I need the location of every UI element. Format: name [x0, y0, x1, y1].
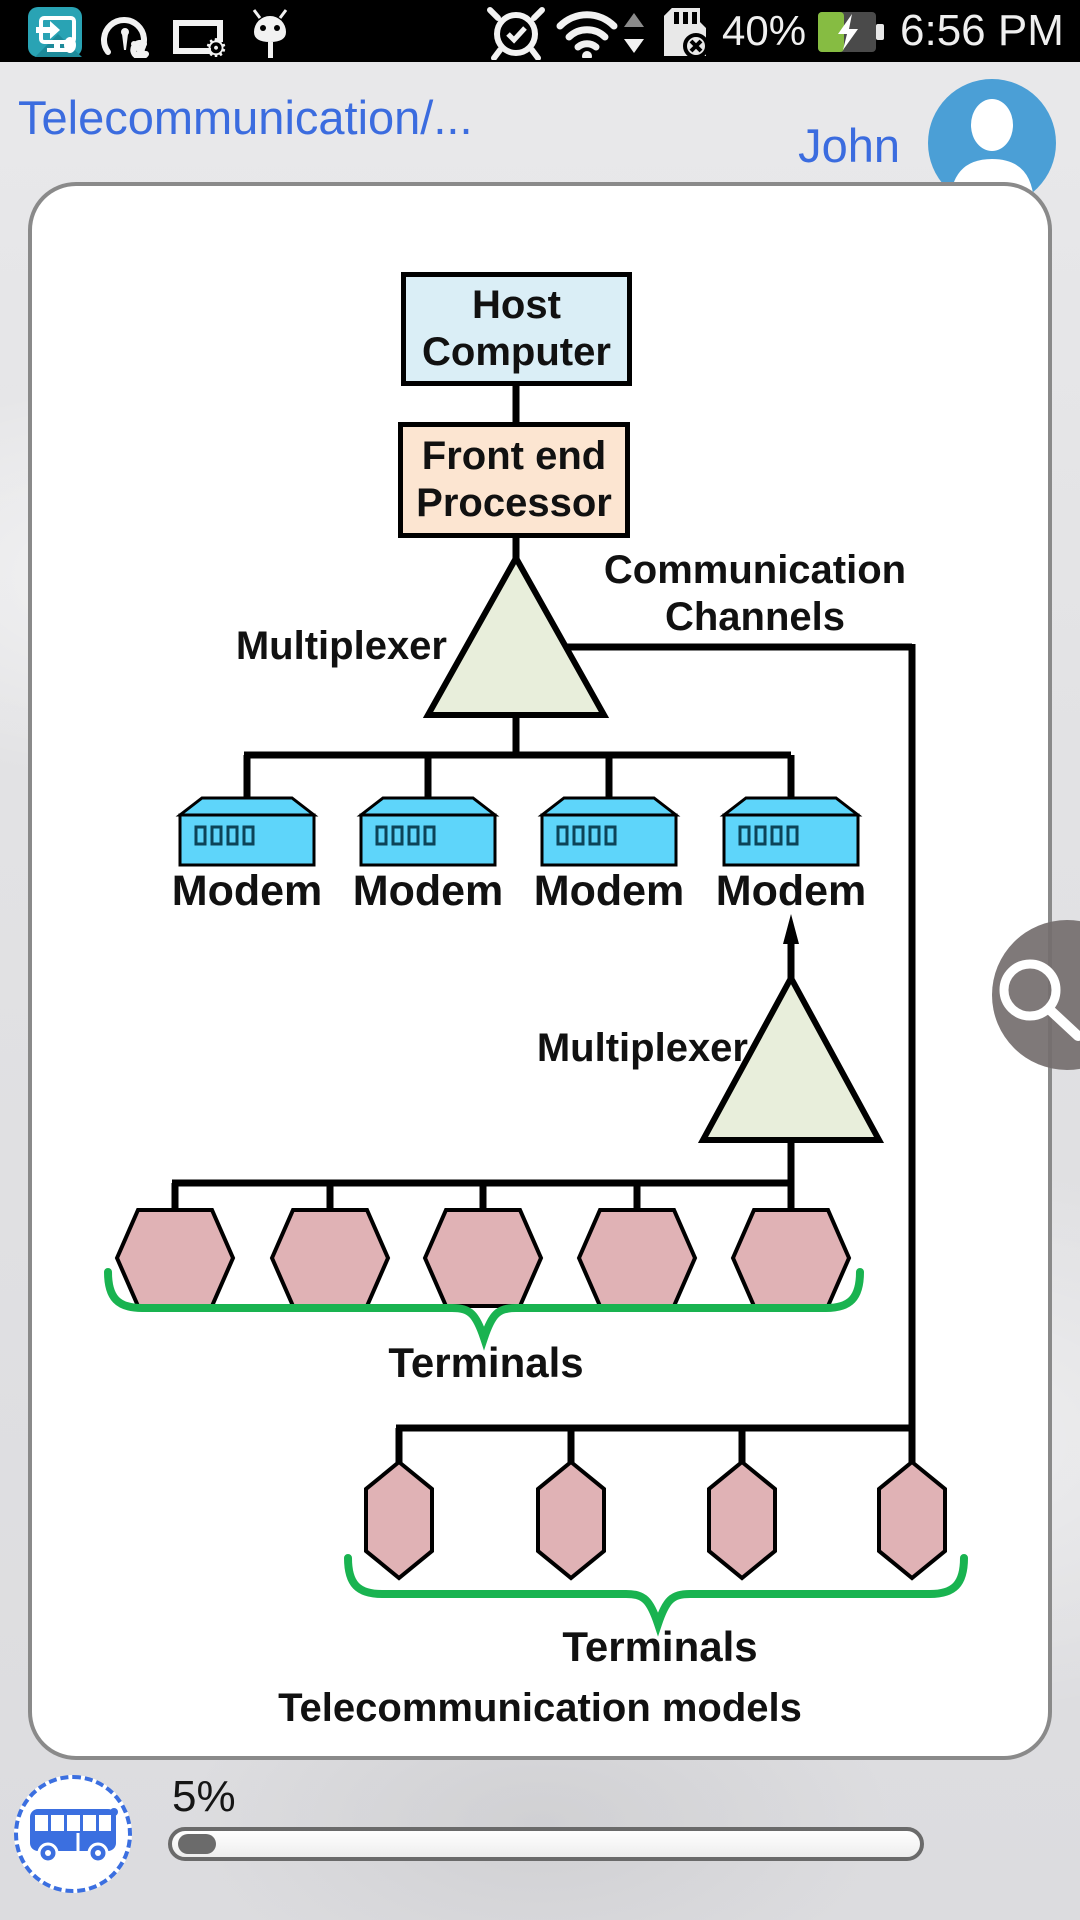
alarm-check-icon — [487, 7, 545, 60]
sdcard-error-icon — [664, 8, 709, 58]
terminals-braces — [104, 1268, 968, 1637]
terminals-bottom-label: Terminals — [562, 1623, 758, 1671]
bus-icon — [30, 1808, 118, 1864]
search-button[interactable] — [992, 920, 1080, 1070]
modem-vents — [194, 825, 799, 846]
modem-label: Modem — [715, 866, 867, 915]
screen-share-app-icon — [28, 7, 82, 57]
modem-label: Modem — [533, 866, 685, 915]
diagram-caption: Telecommunication models — [278, 1686, 802, 1731]
multiplexer-bottom-label: Multiplexer — [536, 1026, 748, 1071]
progress-knob[interactable] — [178, 1834, 216, 1854]
page-title[interactable]: Telecommunication/... — [18, 91, 473, 144]
communication-channels-label: Communication Channels — [603, 547, 907, 639]
tablet-settings-icon: ⚙ — [173, 20, 228, 57]
modem-shapes[interactable] — [175, 796, 863, 867]
front-end-processor-node[interactable]: Front end Processor — [398, 422, 630, 538]
terminal-hexagons-top[interactable] — [114, 1208, 852, 1308]
host-computer-node[interactable]: Host Computer — [401, 272, 632, 386]
progress-bar[interactable] — [168, 1827, 924, 1861]
wifi-icon — [556, 11, 618, 58]
multiplexer-bottom-shape[interactable] — [697, 971, 885, 1143]
arrow-up-head — [783, 914, 799, 944]
clock-text: 6:56 PM — [900, 6, 1064, 55]
modem-label: Modem — [171, 866, 323, 915]
gauge-wrench-icon — [101, 17, 149, 58]
battery-charging-icon — [818, 12, 884, 52]
transfer-arrows-icon — [624, 13, 644, 53]
multiplexer-top-shape[interactable] — [422, 551, 610, 718]
gear-glyph: ⚙ — [204, 33, 227, 57]
bus-button[interactable] — [14, 1775, 132, 1893]
battery-percent-text: 40% — [722, 7, 807, 54]
status-bar: ⚙ — [0, 0, 1080, 62]
android-robot-icon — [252, 9, 288, 58]
modem-label: Modem — [352, 866, 504, 915]
multiplexer-top-label: Multiplexer — [235, 624, 447, 669]
terminals-top-label: Terminals — [388, 1339, 584, 1387]
magnifier-icon — [999, 959, 1080, 1041]
terminal-hexagons-bottom[interactable] — [364, 1459, 947, 1581]
user-name[interactable]: John — [798, 119, 900, 172]
progress-percent-label: 5% — [172, 1772, 236, 1821]
